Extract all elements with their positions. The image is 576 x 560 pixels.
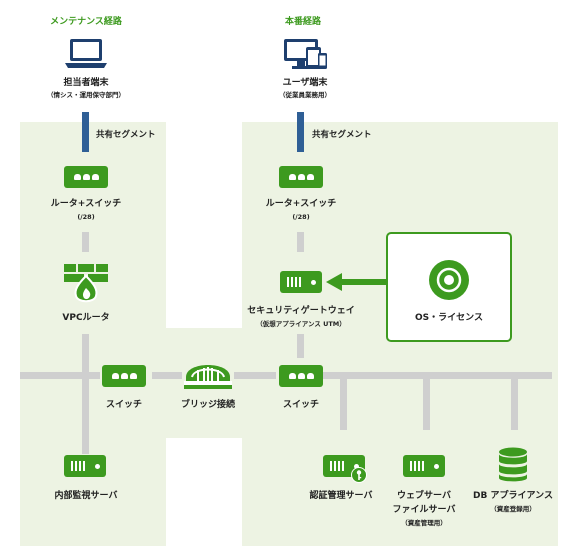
switch-right [279, 365, 323, 387]
user-terminal-label: ユーザ端末 [282, 78, 328, 88]
bridge-label: ブリッジ接続 [180, 400, 235, 410]
admin-terminal-label: 担当者端末 [63, 78, 109, 88]
backbone-segment-3 [234, 372, 276, 379]
db-drop-line [511, 378, 518, 430]
switch-right-label: スイッチ [282, 400, 319, 410]
security-gateway-sublabel: （仮想アプライアンス UTM） [256, 320, 346, 328]
monitor-server-label: 内部監視サーバ [54, 491, 118, 501]
db-appliance-label: DB アプライアンス [473, 491, 553, 501]
backbone-segment-1 [20, 372, 100, 379]
monitor-server [64, 455, 106, 477]
admin-terminal-sublabel: （情シス・運用保守部門） [47, 91, 125, 99]
db-appliance-sublabel: （資産登録用） [490, 505, 536, 513]
router-switch-left-sublabel: (/28) [77, 213, 95, 221]
backbone-segment-2 [152, 372, 182, 379]
maintenance-route-title: メンテナンス経路 [50, 17, 122, 27]
left-trunk-line-2 [82, 334, 89, 454]
bridge-icon [184, 365, 232, 389]
shared-segment-right-label: 共有セグメント [312, 130, 372, 140]
production-route-title: 本番経路 [284, 17, 321, 27]
user-terminal-sublabel: （従業員業務用） [279, 91, 331, 99]
key-icon [351, 467, 367, 483]
os-license-label: OS・ライセンス [415, 313, 483, 323]
right-trunk-line-1 [297, 232, 304, 252]
license-arrow [326, 273, 388, 291]
user-uplink [297, 112, 304, 152]
security-gateway-label: セキュリティゲートウェイ [247, 306, 355, 316]
firewall-icon [64, 264, 108, 303]
router-switch-left-label: ルータ+スイッチ [50, 199, 122, 209]
file-server-label: ファイルサーバ [392, 505, 456, 515]
switch-left-label: スイッチ [105, 400, 142, 410]
shared-segment-left-label: 共有セグメント [96, 130, 156, 140]
auth-drop-line [340, 378, 347, 430]
web-file-server-sublabel: （資産管理用） [401, 519, 447, 527]
web-drop-line [423, 378, 430, 430]
router-switch-right [279, 166, 323, 188]
router-switch-right-label: ルータ+スイッチ [265, 199, 337, 209]
vpc-router-label: VPCルータ [62, 313, 110, 323]
router-switch-right-sublabel: (/28) [292, 213, 310, 221]
switch-left [102, 365, 146, 387]
router-switch-left [64, 166, 108, 188]
backbone-segment-4 [322, 372, 552, 379]
database-icon [499, 447, 527, 482]
disc-icon [429, 260, 469, 300]
web-server-label: ウェブサーバ [397, 491, 451, 501]
right-trunk-line-2 [297, 334, 304, 358]
security-gateway-server [280, 271, 322, 293]
web-file-server [403, 455, 445, 477]
auth-server-label: 認証管理サーバ [309, 491, 373, 501]
laptop-icon [65, 39, 107, 68]
left-trunk-line-1 [82, 232, 89, 252]
admin-uplink [82, 112, 89, 152]
devices-icon [284, 39, 327, 69]
